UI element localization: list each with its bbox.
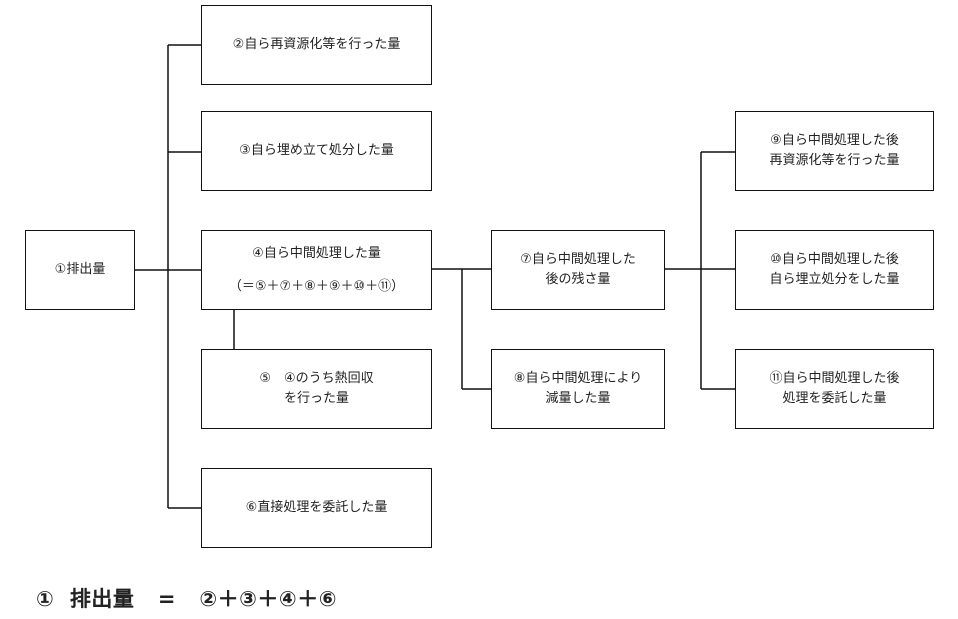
box-11-line-2: 処理を委託した量: [782, 391, 887, 406]
box-6-direct-consignment: ⑥直接処理を委託した量: [201, 468, 432, 548]
box-10-line-1: ⑩自ら中間処理した後: [770, 252, 899, 267]
box-11-post-consigned: ⑪自ら中間処理した後 処理を委託した量: [735, 349, 934, 429]
box-7-residue: ⑦自ら中間処理した 後の残さ量: [491, 230, 665, 310]
box-6-line-1: ⑥直接処理を委託した量: [245, 500, 388, 515]
box-3-self-landfilled: ③自ら埋め立て処分した量: [201, 111, 432, 191]
box-5-line-2: を行った量: [283, 391, 349, 406]
box-8-line-1: ⑧自ら中間処理により: [513, 371, 643, 386]
box-4-line-1: ④自ら中間処理した量: [252, 245, 381, 261]
box-5-heat-recovery: ⑤ ④のうち熱回収 を行った量: [201, 349, 432, 429]
box-7-line-2: 後の残さ量: [545, 272, 611, 287]
box-10-line-2: 自ら埋立処分をした量: [769, 272, 900, 287]
box-3-line-1: ③自ら埋め立て処分した量: [239, 143, 394, 158]
emission-formula: ① 排出量 = ②＋③＋④＋⑥: [36, 587, 337, 611]
box-4-self-intermediate: ④自ら中間処理した量 （＝⑤＋⑦＋⑧＋⑨＋⑩＋⑪）: [201, 230, 432, 310]
box-2-line-1: ②自ら再資源化等を行った量: [232, 37, 401, 52]
box-11-line-1: ⑪自ら中間処理した後: [769, 371, 900, 386]
box-9-line-2: 再資源化等を行った量: [769, 153, 900, 168]
box-7-line-1: ⑦自ら中間処理した: [520, 252, 636, 267]
box-10-post-landfilled: ⑩自ら中間処理した後 自ら埋立処分をした量: [735, 230, 934, 310]
box-9-post-recycled: ⑨自ら中間処理した後 再資源化等を行った量: [735, 111, 934, 191]
box-8-reduction: ⑧自ら中間処理により 減量した量: [491, 349, 665, 429]
box-8-line-2: 減量した量: [545, 391, 611, 406]
box-4-line-2: （＝⑤＋⑦＋⑧＋⑨＋⑩＋⑪）: [228, 278, 405, 294]
box-2-self-recycled: ②自ら再資源化等を行った量: [201, 5, 432, 85]
box-9-line-1: ⑨自ら中間処理した後: [770, 133, 899, 148]
box-1-line-1: ①排出量: [54, 262, 106, 277]
box-1-emission: ①排出量: [25, 230, 135, 310]
box-5-line-1: ⑤ ④のうち熱回収: [259, 371, 374, 386]
